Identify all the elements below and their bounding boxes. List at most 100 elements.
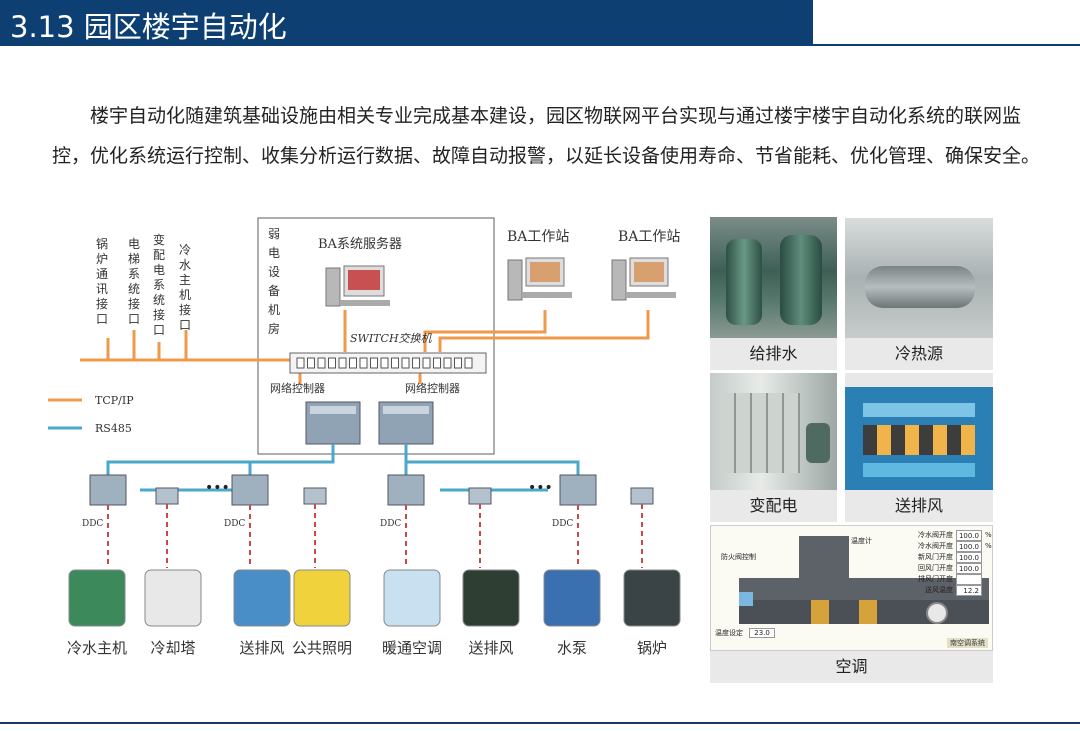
hvac-setpoint-value: 23.0 bbox=[749, 628, 775, 638]
ddc-controller bbox=[559, 474, 597, 506]
ddc-controller bbox=[387, 474, 425, 506]
ellipsis: ••• bbox=[528, 480, 553, 496]
interface-label-chiller: 冷水主机接口 bbox=[179, 243, 191, 332]
device-icon bbox=[623, 569, 681, 627]
hvac-reading-label: 回风门开度 bbox=[917, 564, 953, 572]
workstation-label-1: BA工作站 bbox=[507, 229, 569, 245]
switch-label: SWITCH交换机 bbox=[350, 332, 433, 345]
io-module bbox=[630, 487, 654, 505]
hvac-reading-value: 100.0 bbox=[955, 541, 982, 552]
field-devices: 冷水主机冷却塔送排风公共照明暖通空调送排风水泵锅炉 bbox=[67, 504, 681, 657]
interface-label-elevator: 电梯系统接口 bbox=[128, 237, 140, 326]
device-label: 锅炉 bbox=[637, 639, 667, 657]
legend-rs485: RS485 bbox=[95, 422, 132, 435]
caption-hvac: 空调 bbox=[710, 651, 993, 683]
switch-port bbox=[443, 357, 452, 369]
bas-architecture-diagram: 锅炉通讯接口 电梯系统接口 变配电系统接口 冷水主机接口 BA系统服务器 弱电设… bbox=[48, 217, 681, 657]
device-label: 冷水主机 bbox=[67, 639, 127, 657]
photo-cooling bbox=[845, 218, 993, 338]
caption-power: 变配电 bbox=[710, 490, 837, 522]
device-icon bbox=[233, 569, 291, 627]
device-icon bbox=[293, 569, 351, 627]
io-module bbox=[468, 487, 492, 505]
hvac-reading-unit bbox=[985, 574, 992, 585]
switch-port bbox=[401, 357, 410, 369]
hvac-damper-label: 防火阀控制 bbox=[721, 553, 756, 561]
ellipsis: ••• bbox=[205, 480, 230, 496]
legend-tcpip: TCP/IP bbox=[95, 394, 134, 407]
device-label: 冷却塔 bbox=[150, 639, 195, 657]
switch-port bbox=[359, 357, 368, 369]
io-module bbox=[303, 487, 327, 505]
hvac-reading-row: 排风门开度 bbox=[883, 574, 992, 585]
switch-port bbox=[328, 357, 336, 369]
net-controller-icon-2 bbox=[378, 401, 434, 445]
caption-cooling: 冷热源 bbox=[845, 338, 993, 370]
hvac-reading-value: 100.0 bbox=[955, 563, 982, 574]
hvac-reading-value: 100.0 bbox=[955, 530, 982, 541]
tcpip-lines bbox=[80, 310, 650, 384]
photo-power bbox=[710, 373, 837, 490]
switch-port bbox=[370, 357, 378, 369]
interface-label-power: 变配电系统接口 bbox=[153, 232, 165, 337]
device-icon bbox=[383, 569, 441, 627]
switch-port bbox=[422, 357, 431, 369]
hvac-reading-unit bbox=[985, 585, 992, 596]
header-bar bbox=[0, 0, 813, 46]
intro-paragraph: 楼宇自动化随建筑基础设施由相关专业完成基本建设，园区物联网平台实现与通过楼宇楼宇… bbox=[52, 105, 1041, 167]
hvac-reading-value: 12.2 bbox=[956, 585, 982, 596]
device-label: 公共照明 bbox=[292, 639, 352, 657]
workstation-label-2: BA工作站 bbox=[618, 229, 680, 245]
device-icon bbox=[68, 569, 126, 627]
device-icon bbox=[543, 569, 601, 627]
device-label: 水泵 bbox=[557, 639, 587, 657]
hvac-reading-label: 送风温度 bbox=[925, 586, 953, 594]
interface-labels: 锅炉通讯接口 电梯系统接口 变配电系统接口 冷水主机接口 bbox=[96, 232, 191, 337]
device-label: 暖通空调 bbox=[382, 639, 442, 657]
hvac-reading-label: 冷水阀开度 bbox=[917, 542, 953, 550]
page-title: 3.13 园区楼宇自动化 bbox=[10, 10, 287, 44]
ddc-label: DDC bbox=[224, 519, 245, 529]
switch-port bbox=[380, 357, 389, 369]
legend: TCP/IP RS485 bbox=[48, 394, 134, 435]
ba-server-icon bbox=[325, 265, 390, 307]
hvac-reading-value bbox=[956, 574, 982, 585]
workstation-icon-2 bbox=[611, 257, 676, 301]
hvac-reading-unit: % bbox=[985, 531, 992, 539]
interface-label-boiler: 锅炉通讯接口 bbox=[96, 236, 108, 326]
switch-port bbox=[464, 357, 473, 369]
switch-port bbox=[433, 357, 441, 369]
switch-port bbox=[412, 357, 420, 369]
switch-port bbox=[454, 357, 462, 369]
switch-port bbox=[349, 357, 357, 369]
ddc-controller bbox=[89, 474, 127, 506]
switch-port bbox=[338, 357, 347, 369]
net-controller-icon-1 bbox=[305, 401, 361, 445]
room-label: 弱电设备机房 bbox=[268, 227, 280, 336]
ddc-controller bbox=[231, 474, 269, 506]
caption-water: 给排水 bbox=[710, 338, 837, 370]
header-divider bbox=[813, 44, 1080, 46]
hvac-reading-label: 冷水阀开度 bbox=[917, 531, 953, 539]
net-controller-label-2: 网络控制器 bbox=[405, 381, 460, 395]
switch-port bbox=[307, 357, 315, 369]
ddc-label: DDC bbox=[380, 519, 401, 529]
device-icon bbox=[144, 569, 202, 627]
switch-icon bbox=[289, 352, 487, 374]
photo-water bbox=[710, 217, 837, 338]
caption-ventilation: 送排风 bbox=[845, 490, 993, 522]
hvac-reading-label: 排风门开度 bbox=[918, 575, 953, 583]
equipment-room-box bbox=[257, 217, 495, 455]
hvac-reading-value: 100.0 bbox=[955, 552, 982, 563]
workstation-icon-1 bbox=[507, 257, 572, 301]
switch-port bbox=[296, 357, 305, 369]
switch-port bbox=[391, 357, 399, 369]
hvac-setpoint-label: 温度设定 bbox=[715, 629, 743, 637]
